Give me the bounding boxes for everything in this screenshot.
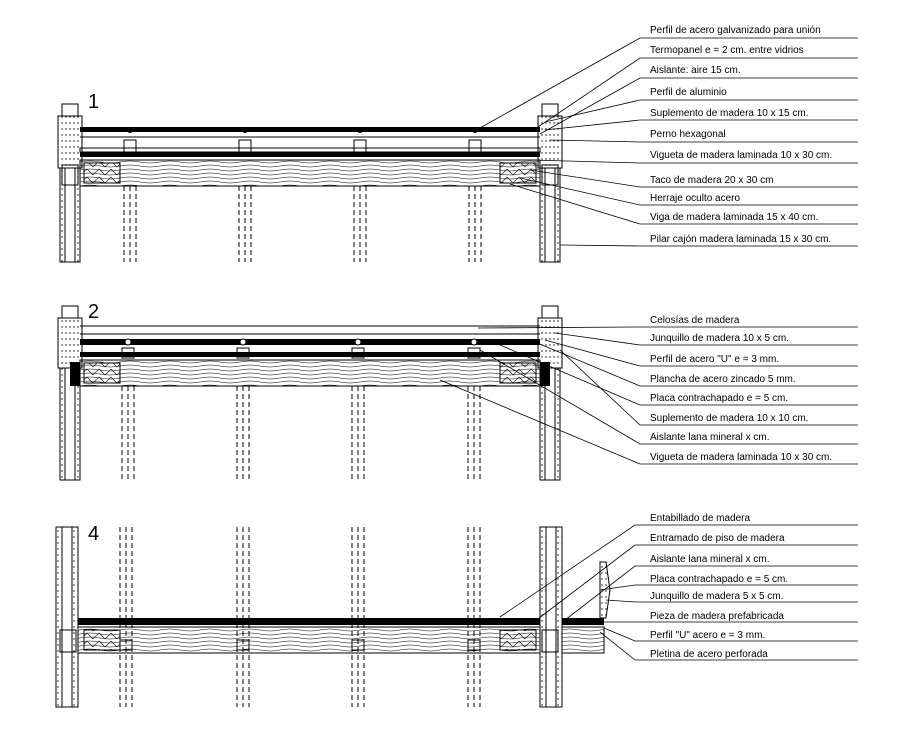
label: Viga de madera laminada 15 x 40 cm. bbox=[650, 212, 818, 223]
label: Perfil de aluminio bbox=[650, 87, 727, 98]
label: Pieza de madera prefabricada bbox=[650, 611, 784, 622]
section-2: 2 bbox=[57, 301, 858, 481]
right-pillar bbox=[537, 305, 563, 481]
label: Perfil de acero galvanizado para unión bbox=[650, 25, 821, 36]
section-number: 1 bbox=[88, 91, 99, 113]
label: Perno hexagonal bbox=[650, 129, 726, 140]
label: Taco de madera 20 x 30 cm bbox=[650, 175, 773, 186]
left-pillar bbox=[57, 305, 83, 481]
label: Suplemento de madera 10 x 10 cm. bbox=[650, 413, 808, 424]
label: Aislante: aire 15 cm. bbox=[650, 65, 741, 76]
section-number: 4 bbox=[88, 523, 99, 545]
label: Placa contrachapado e = 5 cm. bbox=[650, 393, 788, 404]
termopanel bbox=[80, 127, 540, 132]
label: Termopanel e = 2 cm. entre vidrios bbox=[650, 45, 804, 56]
label: Plancha de acero zincado 5 mm. bbox=[650, 374, 796, 385]
right-pillar bbox=[537, 103, 563, 263]
section-4: 4 bbox=[55, 513, 858, 708]
label: Aislante lana mineral x cm. bbox=[650, 432, 770, 443]
left-pillar bbox=[57, 103, 83, 263]
section-1: 1 bbox=[57, 25, 858, 263]
label: Junquillo de madera 10 x 5 cm. bbox=[650, 333, 789, 344]
joist-posts bbox=[123, 127, 482, 262]
label: Herraje oculto acero bbox=[650, 193, 740, 204]
label: Suplemento de madera 10 x 15 cm. bbox=[650, 108, 808, 119]
label: Perfil de acero "U" e = 3 mm. bbox=[650, 354, 779, 365]
section-4-annotations: Entabillado de madera Entramado de piso … bbox=[499, 513, 858, 661]
label: Aislante lana mineral x cm. bbox=[650, 554, 770, 565]
beam bbox=[79, 159, 541, 187]
label: Vigueta de madera laminada 10 x 30 cm. bbox=[650, 150, 832, 161]
section-2-annotations: Celosías de madera Junquillo de madera 1… bbox=[439, 315, 858, 465]
label: Celosías de madera bbox=[650, 315, 740, 326]
label: Vigueta de madera laminada 10 x 30 cm. bbox=[650, 452, 832, 463]
label: Placa contrachapado e = 5 cm. bbox=[650, 574, 788, 585]
section-number: 2 bbox=[88, 301, 99, 323]
label: Entabillado de madera bbox=[650, 513, 751, 524]
joist-posts bbox=[119, 527, 481, 707]
label: Junquillo de madera 5 x 5 cm. bbox=[650, 591, 783, 602]
left-pillar bbox=[55, 526, 79, 708]
label: Entramado de piso de madera bbox=[650, 533, 785, 544]
label: Perfil "U" acero e = 3 mm. bbox=[650, 630, 765, 641]
section-1-annotations: Perfil de acero galvanizado para unión T… bbox=[479, 25, 858, 247]
label: Pilar cajón madera laminada 15 x 30 cm. bbox=[650, 234, 831, 245]
label: Pletina de acero perforada bbox=[650, 649, 768, 660]
joist-posts bbox=[121, 338, 481, 480]
right-pillar bbox=[539, 526, 563, 708]
